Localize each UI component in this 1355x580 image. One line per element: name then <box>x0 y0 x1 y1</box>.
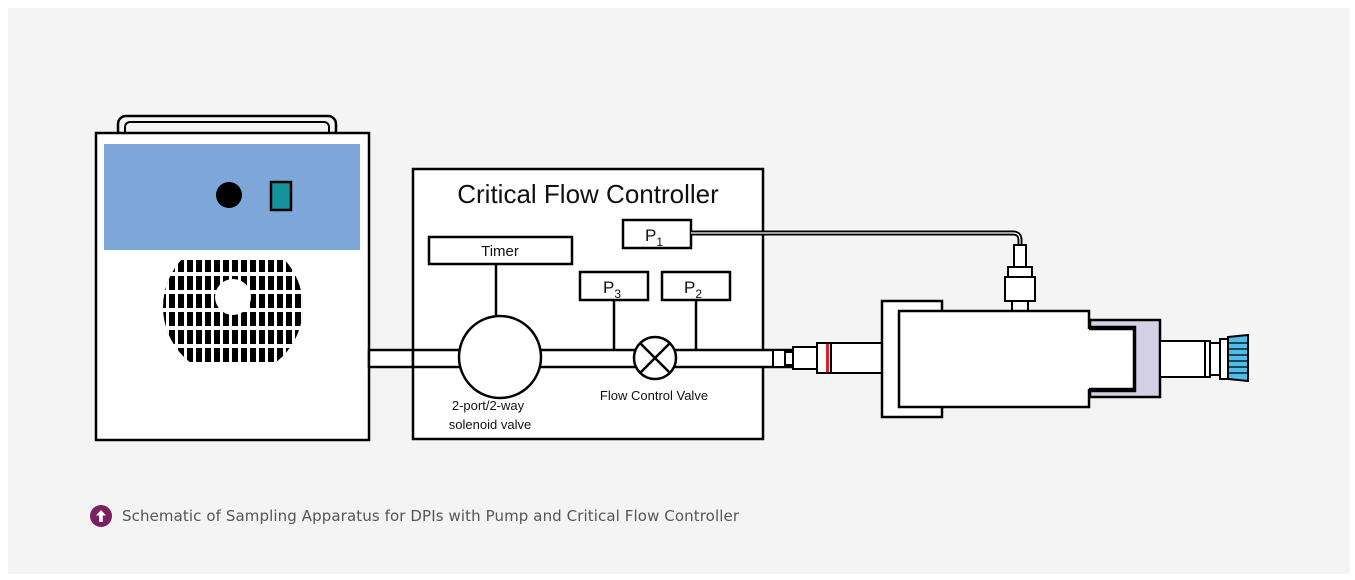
svg-text:P2: P2 <box>684 278 702 301</box>
pump-fan-hub <box>215 279 251 315</box>
svg-text:P3: P3 <box>603 278 621 301</box>
controller-box <box>411 167 765 441</box>
timer-box: Timer <box>427 235 574 316</box>
timer-label: Timer <box>481 243 519 260</box>
svg-text:P1: P1 <box>645 226 663 249</box>
p1-pressure-line <box>691 230 1023 245</box>
pump-power-knob <box>216 182 242 208</box>
gauge-p1-subscript: 1 <box>656 235 663 249</box>
gauge-p3: P3 <box>578 270 650 350</box>
inlet-adapter <box>772 342 884 374</box>
p1-connector <box>1004 244 1036 312</box>
apparatus-outlet <box>1159 338 1229 380</box>
apparatus-knob <box>1227 333 1249 383</box>
gauge-p1-letter: P <box>645 226 656 245</box>
arrow-up-circle-icon <box>90 505 112 527</box>
gauge-p3-letter: P <box>603 278 614 297</box>
apparatus-inner-plug <box>1087 329 1134 389</box>
solenoid-label-2: solenoid valve <box>449 417 531 432</box>
vacuum-pump <box>94 114 371 442</box>
gauge-p2: P2 <box>660 270 732 350</box>
red-marker <box>826 344 829 372</box>
solenoid-label-1: 2-port/2-way <box>452 398 525 413</box>
gauge-p2-letter: P <box>684 278 695 297</box>
gauge-p1: P1 <box>621 218 693 250</box>
controller-title: Critical Flow Controller <box>457 179 719 209</box>
flow-valve-label: Flow Control Valve <box>600 388 708 403</box>
critical-flow-controller <box>411 167 765 441</box>
sampling-apparatus <box>880 299 1162 419</box>
gauge-p2-subscript: 2 <box>695 287 702 301</box>
solenoid-valve: 2-port/2-way solenoid valve <box>449 314 543 432</box>
pump-outlet-tube <box>367 348 417 369</box>
apparatus-main-body <box>897 309 1091 409</box>
pump-switch-button <box>269 180 293 212</box>
caption-text: Schematic of Sampling Apparatus for DPIs… <box>122 507 740 525</box>
figure-caption: Schematic of Sampling Apparatus for DPIs… <box>90 505 739 527</box>
flow-control-valve: Flow Control Valve <box>600 335 708 403</box>
gauge-p3-subscript: 3 <box>614 287 621 301</box>
